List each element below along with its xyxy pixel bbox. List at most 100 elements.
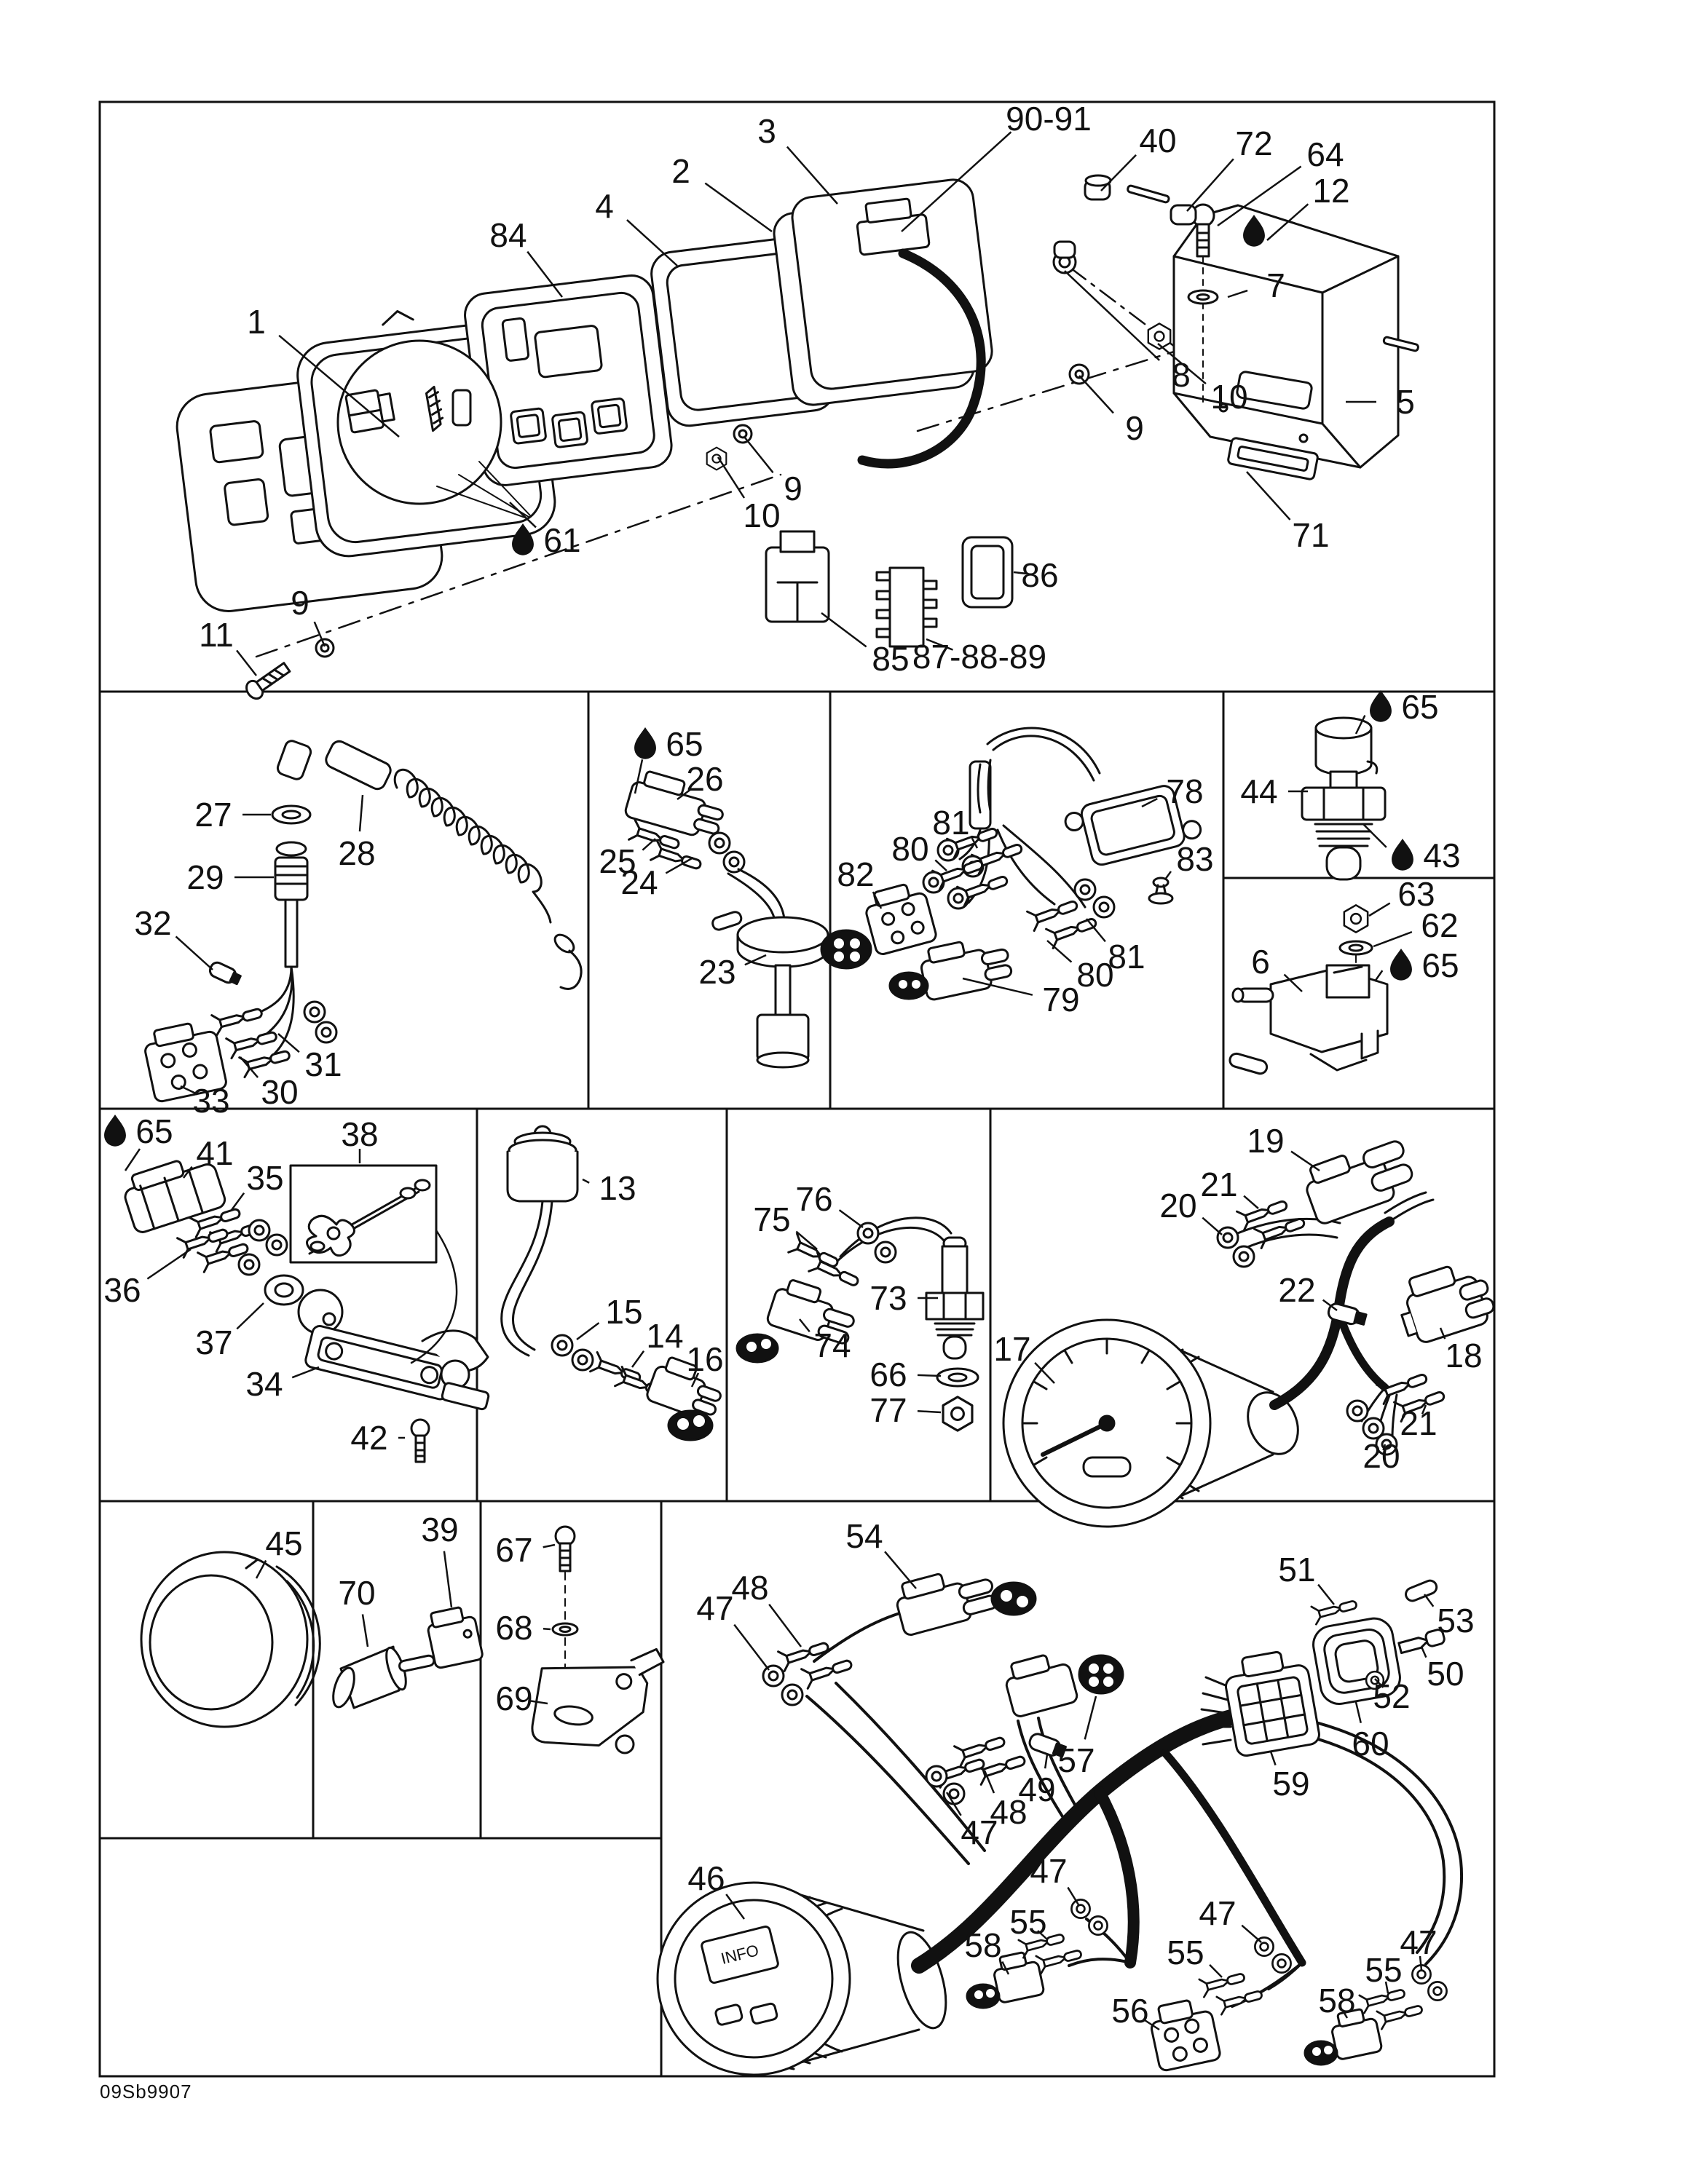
part-sender-13 [500,1125,722,1441]
callout-47: 47 [1400,1923,1437,1971]
callout-37: 37 [195,1302,264,1361]
callout-label: 2 [671,152,690,190]
leader-line [744,954,767,966]
leader-line [1317,1583,1335,1605]
leader-line [1322,1299,1338,1312]
leader-line [1373,930,1413,948]
callout-label: 79 [1042,981,1079,1018]
callout-73: 73 [869,1279,938,1317]
part-tether-assy [144,740,583,1103]
part-connector-56 [1150,1936,1292,2072]
callout-label: 47 [1030,1852,1067,1890]
callout-47: 47 [1030,1852,1081,1907]
callout-53: 53 [1423,1594,1475,1639]
callout-2: 2 [671,152,773,233]
callout-label: 70 [338,1574,375,1612]
leader-line [1354,715,1366,735]
callout-label: 23 [698,953,735,991]
callout-label: 9 [784,470,802,507]
callout-label: 81 [1108,938,1145,976]
callout-10: 10 [1157,343,1248,416]
leader-line [1368,902,1391,917]
callout-label: 56 [1111,1992,1148,2030]
callout-58: 58 [1318,1982,1355,2019]
callout-70: 70 [338,1574,376,1647]
callout-label: 32 [134,904,171,942]
callout-label: 42 [350,1419,387,1457]
callout-52: 52 [1373,1677,1410,1715]
callout-label: 1 [247,303,266,341]
leader-line [1419,1955,1423,1971]
callout-label: 80 [891,830,928,868]
callout-label: 21 [1200,1166,1237,1203]
callout-60: 60 [1352,1701,1389,1762]
callout-80: 80 [1046,940,1114,994]
leader-line [175,935,213,970]
leader-line [1269,1751,1277,1766]
leader-line [526,250,563,298]
callout-label: 21 [1400,1404,1437,1442]
callout-56: 56 [1111,1992,1160,2031]
callout-76: 76 [795,1180,864,1229]
callout-label: 20 [1159,1187,1196,1224]
leader-line [1290,1150,1320,1172]
callout-label: 37 [195,1324,232,1361]
callout-label: 57 [1057,1741,1095,1779]
callout-label: 47 [1199,1894,1236,1932]
leader-line [146,1248,192,1280]
callout-69: 69 [495,1679,548,1717]
part-regulator-assy [820,727,1202,1001]
leader-line [1186,158,1234,212]
part-block-6 [1228,904,1389,1075]
panel-empty [98,1837,663,2078]
leader-line [291,1366,320,1379]
callout-40: 40 [1100,122,1177,191]
callout-label: 78 [1166,772,1203,810]
leader-line [1423,1594,1435,1607]
callout-62: 62 [1373,906,1459,948]
callout-label: 33 [192,1082,229,1120]
callout-63: 63 [1368,875,1435,917]
oil-drop-icon [104,1115,126,1147]
callout-label: 80 [1076,956,1113,994]
callout-48: 48 [983,1770,1028,1831]
callout-label: 66 [869,1356,907,1393]
callout-28: 28 [338,794,376,872]
callout-label: 65 [1421,946,1459,984]
callout-65: 65 [104,1112,173,1171]
callout-label: 10 [743,496,780,534]
callout-64: 64 [1217,135,1344,227]
callout-11: 11 [199,616,257,676]
callout-90-91: 90-91 [901,100,1092,232]
callout-label: 46 [687,1859,725,1897]
leader-line [1241,1924,1262,1943]
leader-line [1266,203,1309,241]
callout-label: 39 [421,1511,458,1548]
leader-line [626,219,678,266]
callout-49: 49 [1018,1754,1056,1808]
callout-39: 39 [421,1511,459,1608]
callout-label: 81 [932,804,969,842]
callout-45: 45 [255,1524,303,1579]
callout-47: 47 [1199,1894,1262,1943]
leader-line [901,131,1012,232]
leader-line [358,794,364,832]
callout-label: 36 [103,1271,141,1309]
callout-23: 23 [698,953,767,991]
leader-line [733,1623,770,1671]
callout-85: 85 [821,612,910,678]
callout-36: 36 [103,1248,192,1309]
leader-line [717,456,746,499]
callout-label: 44 [1240,772,1277,810]
callout-68: 68 [495,1609,551,1647]
callout-label: 15 [605,1293,642,1331]
callout-label: 65 [1401,688,1438,726]
leader-line [443,1551,453,1608]
callout-label: 43 [1423,836,1460,874]
part-sensor-44 [1301,716,1387,881]
callout-label: 17 [993,1330,1030,1368]
callout-47: 47 [696,1589,770,1671]
callout-21: 21 [1200,1166,1259,1209]
leader-line [530,1700,548,1705]
callout-54: 54 [845,1517,917,1589]
